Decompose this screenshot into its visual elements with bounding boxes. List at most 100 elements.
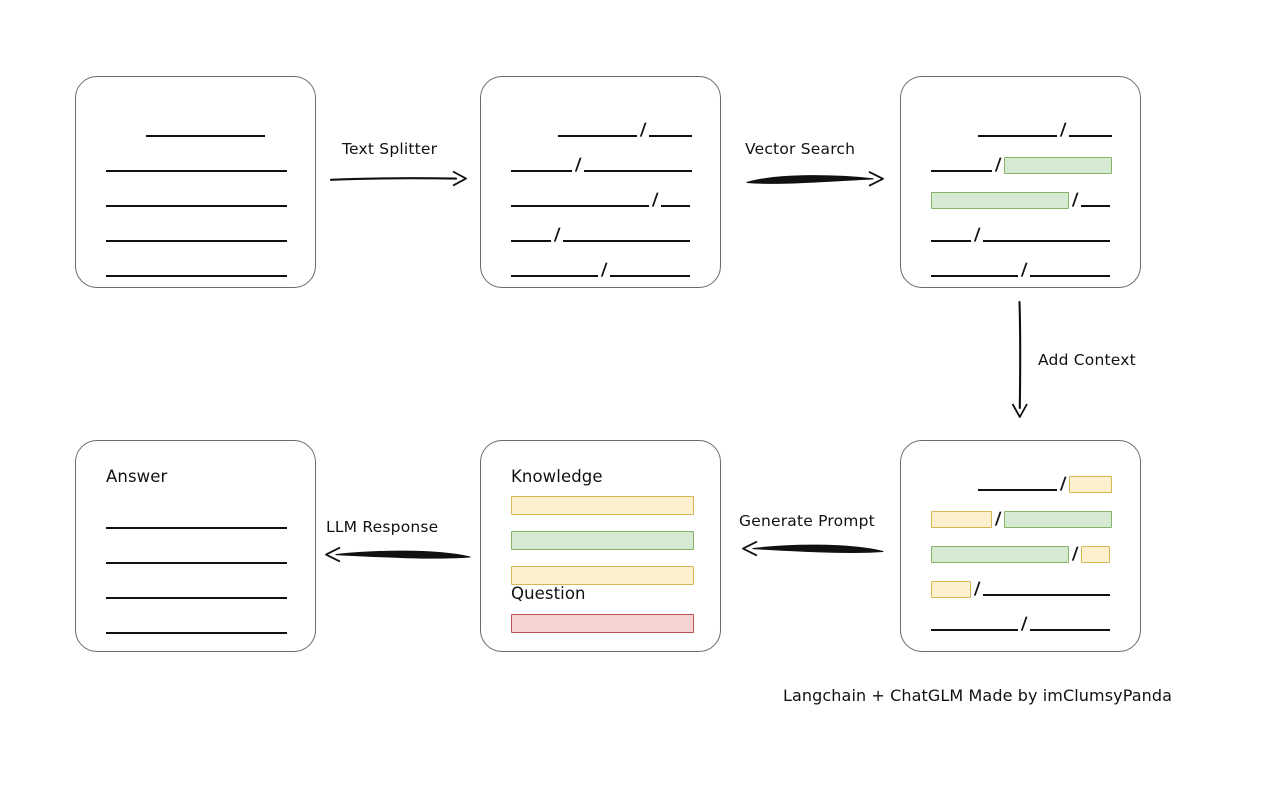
source-document-rows [76,77,315,287]
segment-underline [978,489,1057,491]
segment-underline [610,275,690,277]
footer-credit: Langchain + ChatGLM Made by imClumsyPand… [783,686,1173,705]
doc-row [106,618,287,636]
segment-underline [106,562,287,564]
segment-underline [1030,629,1110,631]
segment-slash: / [651,190,659,210]
arrow-label-text-splitter: Text Splitter [342,140,438,158]
segment-slash: / [994,509,1002,529]
segment-underline [106,240,287,242]
doc-row [106,226,287,244]
segment-underline [106,275,287,277]
arrow-label-llm-response: LLM Response [326,518,439,536]
doc-row: / [931,614,1112,634]
doc-row [106,156,287,174]
doc-row [106,513,287,531]
segment-underline [145,135,266,137]
doc-row: / [931,225,1112,245]
doc-row: / [931,260,1112,280]
doc-row: / [931,474,1112,494]
arrow-shaft-generate-prompt [742,540,884,557]
doc-row: / [511,225,692,245]
segment-slash: / [1071,544,1079,564]
context-document-rows: / / / / / [901,441,1140,651]
segment-underline [511,240,551,242]
doc-row: / [931,120,1112,140]
doc-row: / [511,190,692,210]
segment-slash: / [1059,474,1067,494]
segment-underline [558,135,637,137]
doc-row [106,261,287,279]
segment-underline [106,632,287,634]
doc-row: / [931,544,1112,564]
segment-highlight-yellow [931,580,971,598]
segment-highlight-green [931,191,1069,209]
segment-underline [1069,135,1112,137]
segment-underline [511,205,649,207]
segment-underline [584,170,692,172]
segment-underline [649,135,692,137]
vector-matched-document-box: ///// [900,76,1141,288]
arrow-shaft-llm-response [325,546,471,563]
segment-slash: / [553,225,561,245]
segment-underline [931,170,993,172]
knowledge-bar-yellow [511,566,694,585]
segment-slash: / [574,155,582,175]
segment-underline [983,594,1110,596]
arrow-label-vector-search: Vector Search [745,140,856,158]
knowledge-bar-green [511,531,694,550]
segment-underline [1080,205,1110,207]
segment-underline [106,205,287,207]
arrow-label-generate-prompt: Generate Prompt [739,512,875,530]
segment-underline [106,527,287,529]
question-label: Question [511,584,586,603]
segment-underline [931,240,971,242]
doc-row: / [931,579,1112,599]
doc-row: / [511,260,692,280]
arrow-generate-prompt: Generate Prompt [735,512,885,562]
answer-rows [76,441,315,651]
vector-matched-document-rows: ///// [901,77,1140,287]
doc-row [106,191,287,209]
segment-slash: / [973,225,981,245]
arrow-llm-response: LLM Response [320,518,472,568]
doc-row [106,583,287,601]
segment-slash: / [1059,120,1067,140]
segment-underline [978,135,1057,137]
prompt-box: Knowledge Question [480,440,721,652]
arrow-shaft-add-context [1011,300,1028,418]
segment-highlight-yellow [1080,545,1110,563]
segment-underline [1030,275,1110,277]
context-document-box: / / / / / [900,440,1141,652]
segment-slash: / [639,120,647,140]
arrow-text-splitter: Text Splitter [329,140,470,190]
source-document-box [75,76,316,288]
segment-highlight-green [1004,156,1112,174]
segment-underline [563,240,690,242]
segment-highlight-green [931,545,1069,563]
segment-slash: / [1020,260,1028,280]
segment-underline [931,629,1018,631]
segment-underline [511,275,598,277]
segment-highlight-yellow [931,510,993,528]
doc-row: / [931,509,1112,529]
segment-highlight-yellow [1069,475,1112,493]
arrow-add-context: Add Context [1000,300,1160,420]
segment-underline [931,275,1018,277]
split-document-rows: / / / / / [481,77,720,287]
segment-underline [106,170,287,172]
doc-row [106,548,287,566]
arrow-shaft-vector-search [746,170,884,187]
segment-slash: / [994,155,1002,175]
segment-slash: / [600,260,608,280]
answer-label: Answer [106,467,168,486]
segment-slash: / [973,579,981,599]
doc-row: / [931,155,1112,175]
segment-underline [983,240,1110,242]
question-bar-red [511,614,694,633]
answer-box: Answer [75,440,316,652]
doc-row [106,121,287,139]
doc-row: / [511,155,692,175]
segment-underline [106,597,287,599]
